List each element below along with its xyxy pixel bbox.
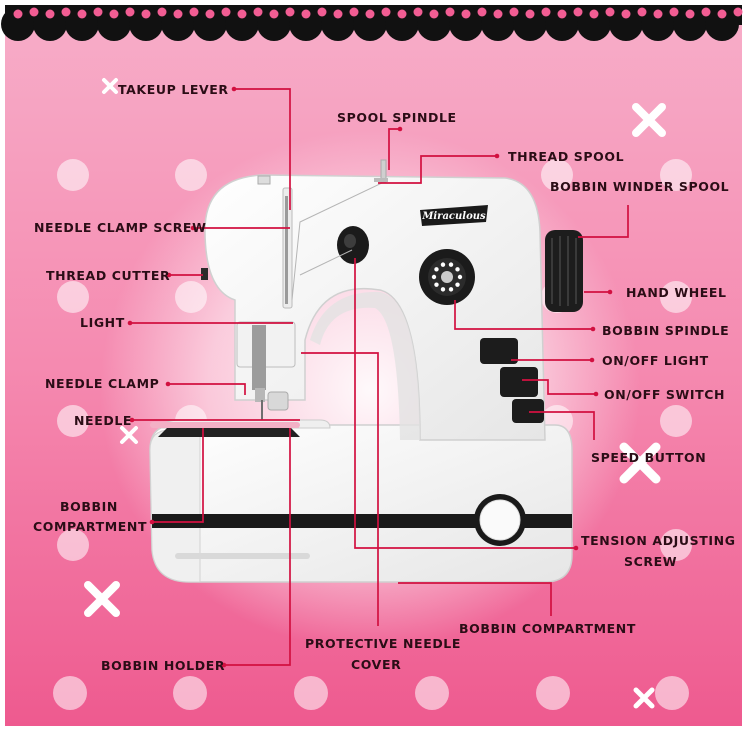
label-needle-clamp-screw: NEEDLE CLAMP SCREW	[34, 220, 206, 235]
base-stripe	[152, 514, 572, 528]
brand-logo: Miraculous	[421, 211, 486, 222]
thread-cutter-shape	[201, 268, 208, 280]
label-hand-wheel: HAND WHEEL	[626, 285, 727, 300]
label-needle-clamp: NEEDLE CLAMP	[45, 376, 159, 391]
label-bobbin-compartment-right: BOBBIN COMPARTMENT	[459, 621, 636, 636]
label-bobbin-winder-spool: BOBBIN WINDER SPOOL	[550, 179, 729, 194]
label-on-off-switch: ON/OFF SWITCH	[604, 387, 725, 402]
leader-lines	[130, 88, 629, 666]
label-bobbin-compartment-left-line1: BOBBIN	[60, 499, 118, 514]
label-protective-needle-cover-line2: COVER	[351, 657, 401, 672]
label-protective-needle-cover-line1: PROTECTIVE NEEDLE	[305, 636, 461, 651]
label-bobbin-holder: BOBBIN HOLDER	[101, 658, 225, 673]
control-buttons	[480, 338, 544, 423]
label-tension-adjusting-screw-line2: SCREW	[624, 554, 677, 569]
label-spool-spindle: SPOOL SPINDLE	[337, 110, 457, 125]
label-bobbin-spindle: BOBBIN SPINDLE	[602, 323, 729, 338]
label-speed-button: SPEED BUTTON	[591, 450, 706, 465]
leader-endpoints	[127, 86, 613, 668]
label-takeup-lever: TAKEUP LEVER	[118, 82, 229, 97]
label-bobbin-compartment-left-line2: COMPARTMENT	[33, 519, 147, 534]
hand-wheel-shape	[545, 230, 583, 312]
base-slot	[175, 553, 310, 559]
label-on-off-light: ON/OFF LIGHT	[602, 353, 709, 368]
label-thread-cutter: THREAD CUTTER	[46, 268, 170, 283]
label-needle: NEEDLE	[74, 413, 132, 428]
scallop-border	[1, 5, 743, 41]
brand-badge: Miraculous	[420, 205, 488, 226]
sewing-machine: Miraculous	[149, 159, 583, 583]
label-thread-spool: THREAD SPOOL	[508, 149, 624, 164]
part-labels: TAKEUP LEVER SPOOL SPINDLE THREAD SPOOL …	[33, 82, 736, 673]
label-light: LIGHT	[80, 315, 125, 330]
label-tension-adjusting-screw-line1: TENSION ADJUSTING	[581, 533, 736, 548]
